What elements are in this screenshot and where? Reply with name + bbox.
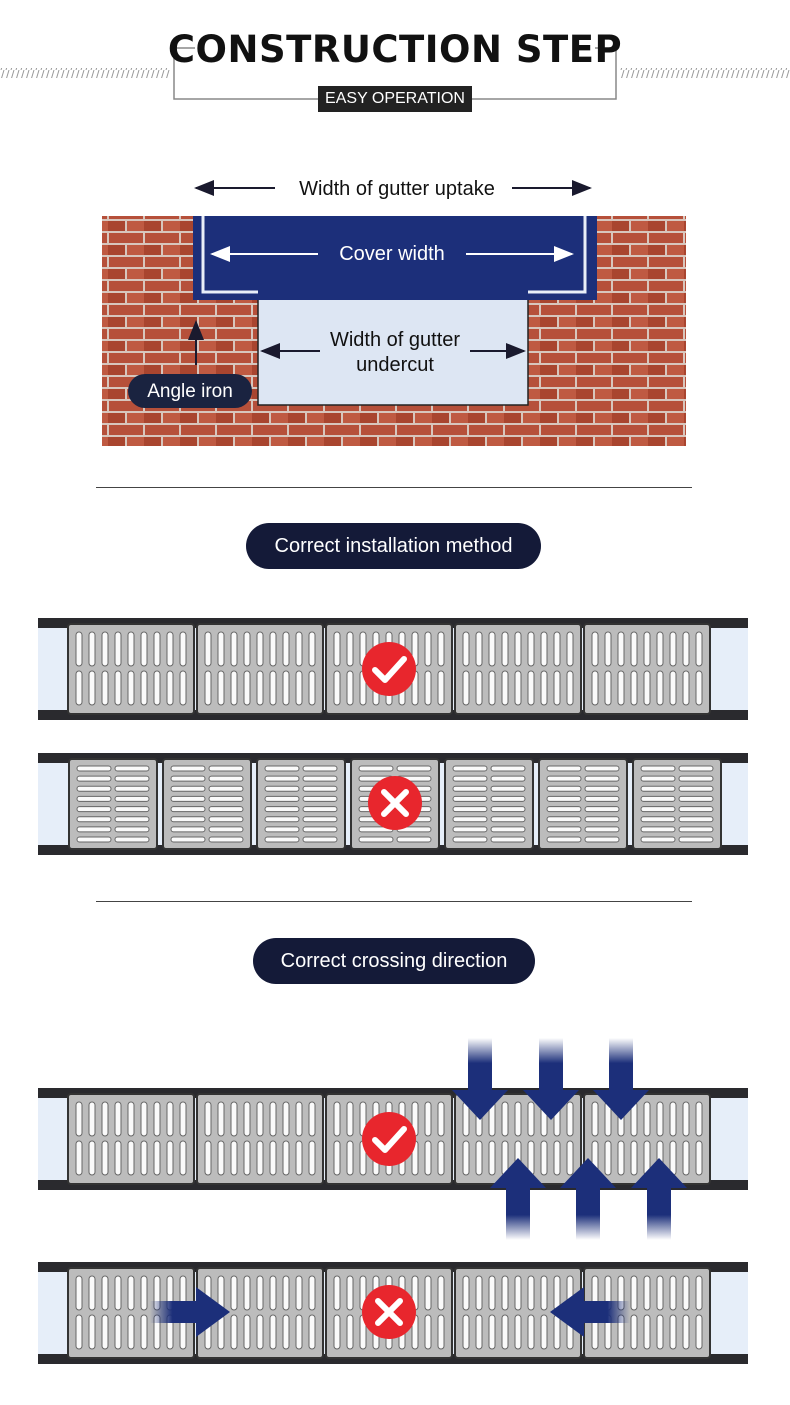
arrow-down-icon [593, 1038, 649, 1120]
grate-vertical [196, 1267, 324, 1359]
grate-vertical [454, 1267, 582, 1359]
grate-horizontal [68, 758, 158, 850]
channel-edge-top [38, 753, 748, 763]
arrow-down-icon [523, 1038, 579, 1120]
channel-edge-bottom [38, 1180, 748, 1190]
header-frame [0, 47, 790, 100]
grate-vertical [325, 1093, 453, 1185]
grate-vertical [196, 623, 324, 715]
grate-vertical [454, 623, 582, 715]
cross-icon [362, 1285, 416, 1339]
grate-vertical [583, 1267, 711, 1359]
grate-horizontal [444, 758, 534, 850]
channel-bg [38, 618, 748, 720]
arrow-right-icon [150, 1287, 230, 1337]
arrow-up-icon [631, 1158, 687, 1240]
section-pill-installation: Correct installation method [246, 523, 541, 569]
channel-edge-top [38, 1262, 748, 1272]
grate-vertical [196, 1093, 324, 1185]
channel [38, 1088, 748, 1190]
gutter-cross-section: Width of gutter uptake Cover width Width… [102, 178, 686, 446]
channel-edge-bottom [38, 710, 748, 720]
grate-vertical [67, 1093, 195, 1185]
arrow-left-icon [550, 1287, 630, 1337]
check-icon [362, 1112, 416, 1166]
section-pill-crossing: Correct crossing direction [253, 938, 535, 984]
channel [38, 1262, 748, 1364]
grate-horizontal [538, 758, 628, 850]
arrow-up-icon [560, 1158, 616, 1240]
channel-edge-top [38, 618, 748, 628]
grate-vertical [325, 623, 453, 715]
grate-vertical [583, 623, 711, 715]
angle-iron-left [201, 216, 258, 294]
channel [38, 618, 748, 720]
divider [96, 901, 692, 902]
grate-vertical [583, 1093, 711, 1185]
angle-iron-label: Angle iron [147, 381, 233, 402]
undercut-label-1: Width of gutter [330, 329, 460, 351]
cross-icon [368, 776, 422, 830]
grate-vertical [67, 1267, 195, 1359]
channel-bg [38, 1088, 748, 1190]
grate-vertical [67, 623, 195, 715]
grate-horizontal [632, 758, 722, 850]
grate-horizontal [350, 758, 440, 850]
channel-bg [38, 1262, 748, 1364]
channel-edge-bottom [38, 845, 748, 855]
channel-edge-top [38, 1088, 748, 1098]
check-icon [362, 642, 416, 696]
channel [38, 753, 748, 855]
channel-edge-bottom [38, 1354, 748, 1364]
grate-horizontal [162, 758, 252, 850]
cover-width-label: Cover width [339, 243, 445, 265]
grate-vertical [454, 1093, 582, 1185]
arrow-up-icon [490, 1158, 546, 1240]
undercut-label-2: undercut [356, 354, 434, 376]
page-subtitle: EASY OPERATION [318, 86, 472, 112]
hatch-right [620, 68, 790, 78]
grate-horizontal [256, 758, 346, 850]
arrow-down-icon [452, 1038, 508, 1120]
angle-iron-right [528, 216, 587, 294]
divider [96, 487, 692, 488]
page-title: CONSTRUCTION STEP [167, 28, 623, 71]
hatch-left [0, 68, 170, 78]
uptake-label: Width of gutter uptake [299, 178, 495, 200]
grate-vertical [325, 1267, 453, 1359]
channel-bg [38, 753, 748, 855]
